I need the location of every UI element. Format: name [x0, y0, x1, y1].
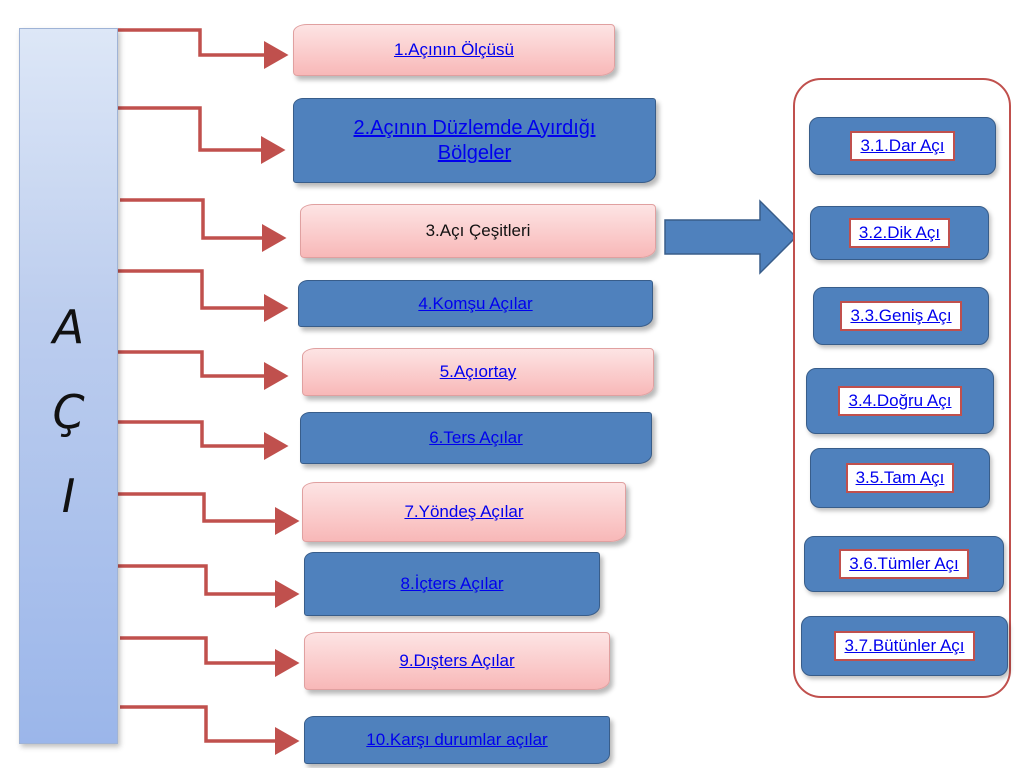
- topic-6-link[interactable]: 6.Ters Açılar: [429, 428, 523, 447]
- subtype-1-frame: 3.1.Dar Açı: [850, 131, 955, 161]
- topic-9-link[interactable]: 9.Dışters Açılar: [399, 651, 515, 670]
- connector-3: [120, 198, 287, 252]
- topic-10-link[interactable]: 10.Karşı durumlar açılar: [366, 730, 548, 749]
- connector-4: [118, 269, 289, 322]
- subtype-2: 3.2.Dik Açı: [810, 206, 989, 260]
- subtype-6: 3.6.Tümler Açı: [804, 536, 1004, 592]
- topic-7-link[interactable]: 7.Yöndeş Açılar: [404, 502, 524, 521]
- subtype-3-link[interactable]: 3.3.Geniş Açı: [850, 306, 952, 325]
- topic-2-link[interactable]: 2.Açının Düzlemde Ayırdığı Bölgeler: [353, 116, 596, 164]
- connector-2: [117, 106, 286, 164]
- subtype-7: 3.7.Bütünler Açı: [801, 616, 1008, 676]
- connector-9: [120, 636, 300, 677]
- title-letter-c: Ç: [52, 385, 85, 439]
- topic-10: 10.Karşı durumlar açılar: [304, 716, 610, 764]
- topic-1-link[interactable]: 1.Açının Ölçüsü: [393, 40, 514, 59]
- topic-4: 4.Komşu Açılar: [298, 280, 653, 327]
- subtype-3: 3.3.Geniş Açı: [813, 287, 989, 345]
- topic-4-link[interactable]: 4.Komşu Açılar: [418, 293, 533, 313]
- subtype-7-link[interactable]: 3.7.Bütünler Açı: [844, 636, 965, 655]
- subtype-4-link[interactable]: 3.4.Doğru Açı: [848, 391, 952, 410]
- topic-9: 9.Dışters Açılar: [304, 632, 610, 690]
- subtype-6-link[interactable]: 3.6.Tümler Açı: [849, 554, 959, 573]
- subtype-7-frame: 3.7.Bütünler Açı: [834, 631, 975, 661]
- connector-10: [120, 705, 300, 755]
- connector-6: [118, 420, 289, 460]
- topic-8-link[interactable]: 8.İçters Açılar: [400, 574, 504, 593]
- subtype-2-frame: 3.2.Dik Açı: [848, 218, 951, 248]
- subtype-1-link[interactable]: 3.1.Dar Açı: [860, 136, 945, 155]
- subtype-1: 3.1.Dar Açı: [809, 117, 996, 175]
- topic-1: 1.Açının Ölçüsü: [293, 24, 615, 76]
- subtype-4-frame: 3.4.Doğru Açı: [838, 386, 962, 416]
- topic-5-link[interactable]: 5.Açıortay: [439, 362, 517, 381]
- topic-3-label: 3.Açı Çeşitleri: [425, 221, 531, 240]
- subtype-4: 3.4.Doğru Açı: [806, 368, 994, 434]
- title-letter-i: I: [61, 469, 76, 523]
- title-letter-a: A: [52, 300, 85, 354]
- topic-3: 3.Açı Çeşitleri: [300, 204, 656, 258]
- subtype-5: 3.5.Tam Açı: [810, 448, 990, 508]
- connector-1: [113, 28, 289, 69]
- subtype-3-frame: 3.3.Geniş Açı: [840, 301, 962, 331]
- connector-8: [108, 564, 300, 608]
- subtype-6-frame: 3.6.Tümler Açı: [839, 549, 969, 579]
- subtype-5-frame: 3.5.Tam Açı: [845, 463, 955, 493]
- topic-7: 7.Yöndeş Açılar: [302, 482, 626, 542]
- subtype-5-link[interactable]: 3.5.Tam Açı: [855, 468, 945, 487]
- topic-6: 6.Ters Açılar: [300, 412, 652, 464]
- topic-5: 5.Açıortay: [302, 348, 654, 396]
- subtype-2-link[interactable]: 3.2.Dik Açı: [858, 223, 941, 242]
- block-arrow: [664, 199, 798, 275]
- topic-2: 2.Açının Düzlemde Ayırdığı Bölgeler: [293, 98, 656, 183]
- connector-7: [116, 492, 300, 535]
- connector-5: [118, 350, 289, 390]
- aci-title-bar: A Ç I: [19, 28, 118, 744]
- topic-8: 8.İçters Açılar: [304, 552, 600, 616]
